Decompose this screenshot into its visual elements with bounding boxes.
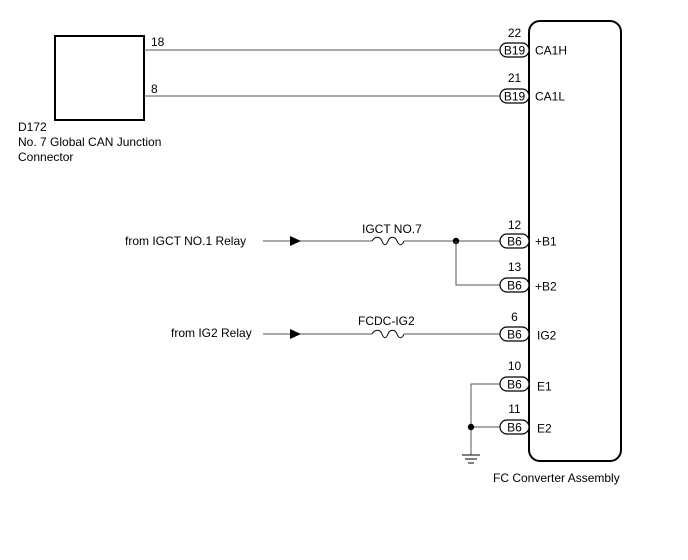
source-ig2-relay: from IG2 Relay [171, 326, 252, 340]
connector-code: B19 [504, 90, 526, 104]
ground-circuit [462, 383, 500, 464]
connector-pill [499, 42, 530, 58]
fuse-igct-label: IGCT NO.7 [362, 222, 422, 236]
splice-dot [467, 423, 475, 431]
terminal-signal: IG2 [537, 329, 557, 343]
terminal-pin: 11 [508, 402, 521, 416]
connector-code: B6 [507, 279, 522, 293]
connector-pill [499, 419, 530, 435]
terminal-signal: CA1H [535, 44, 567, 58]
ground-icon [462, 454, 480, 464]
source-igct-relay: from IGCT NO.1 Relay [125, 234, 246, 248]
terminal-pin: 10 [508, 359, 522, 373]
fuse-icon [371, 236, 405, 246]
terminal-10: B6 10 E1 [499, 359, 552, 394]
terminal-signal: E2 [537, 422, 552, 436]
terminal-signal: +B1 [535, 235, 557, 249]
terminal-signal: E1 [537, 380, 552, 394]
can-low-circuit: 8 [144, 82, 500, 97]
connector-code: B6 [507, 235, 522, 249]
terminal-13: B6 13 +B2 [499, 260, 557, 294]
arrow-icon [290, 236, 301, 246]
connector-pill [499, 376, 530, 392]
terminal-signal: CA1L [535, 90, 565, 104]
connector-pill [499, 326, 530, 342]
junction-connector: D172 No. 7 Global CAN Junction Connector [18, 35, 161, 164]
terminal-21: B19 21 CA1L [499, 71, 565, 104]
junction-connector-box [54, 35, 145, 121]
terminal-pin: 22 [508, 26, 522, 40]
assembly-name: FC Converter Assembly [493, 471, 620, 485]
terminal-6: B6 6 IG2 [499, 310, 557, 343]
ground-wire [470, 383, 500, 455]
junction-name-line2: Connector [18, 150, 73, 164]
fuse-icon [371, 329, 405, 339]
b2-branch-wire [455, 241, 500, 286]
junction-pin-ca1l: 8 [151, 82, 158, 96]
terminal-pin: 13 [508, 260, 522, 274]
terminal-pin: 21 [508, 71, 522, 85]
terminal-12: B6 12 +B1 [499, 218, 557, 249]
terminal-pin: 6 [511, 310, 518, 324]
terminal-22: B19 22 CA1H [499, 26, 567, 58]
connector-code: B6 [507, 328, 522, 342]
igct-relay-circuit: from IGCT NO.1 Relay IGCT NO.7 [125, 222, 500, 286]
terminal-11: B6 11 E2 [499, 402, 552, 436]
connector-code: B6 [507, 378, 522, 392]
can-high-circuit: 18 [144, 35, 500, 51]
fuse-fcdc-label: FCDC-IG2 [358, 314, 415, 328]
connector-pill [499, 88, 530, 104]
connector-pill [499, 277, 530, 293]
fc-converter-assembly: FC Converter Assembly [493, 20, 622, 485]
junction-name-line1: No. 7 Global CAN Junction [18, 135, 161, 149]
junction-pin-ca1h: 18 [151, 35, 165, 49]
arrow-icon [290, 329, 301, 339]
ig2-relay-circuit: from IG2 Relay FCDC-IG2 [171, 314, 500, 340]
terminal-signal: +B2 [535, 280, 557, 294]
connector-code: B6 [507, 421, 522, 435]
connector-code: B19 [504, 44, 526, 58]
connector-pill [499, 233, 530, 249]
junction-code: D172 [18, 120, 47, 134]
terminal-pin: 12 [508, 218, 522, 232]
